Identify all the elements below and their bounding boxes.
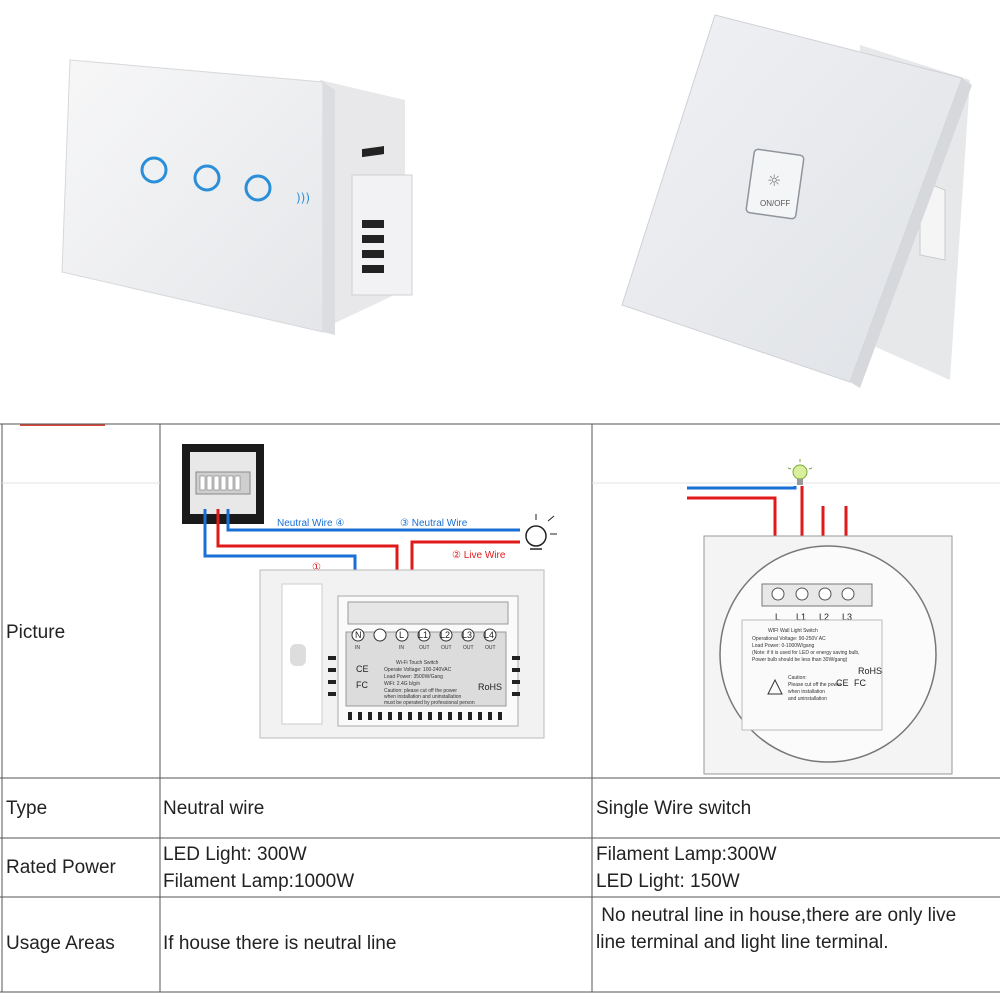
- single-usage-line2: line terminal and light line terminal.: [596, 932, 889, 953]
- device-load: Load Power: 0-1000W/gang: [752, 643, 814, 649]
- label-neutral-wire-3: ③ Neutral Wire: [400, 518, 468, 529]
- terminal-l3: L3: [842, 612, 852, 622]
- bulb-icon: [787, 459, 813, 485]
- device-note-2: Power bulb should be less than 30W/gang): [752, 657, 848, 663]
- device-caution-1: Please cut off the power: [788, 682, 842, 688]
- device-wifi: WiFi: 2.4G b/g/n: [384, 681, 420, 687]
- terminal-l2: L2: [819, 612, 829, 622]
- switch-back-plate: L L1 L2 L3 WIFI Wall Light Switch Operat…: [703, 535, 953, 775]
- terminal-l3: L3: [462, 630, 472, 640]
- row-label-picture: Picture: [6, 622, 66, 643]
- touch-button-1: [140, 156, 168, 184]
- label-neutral-wire-4: Neutral Wire ④: [277, 518, 344, 529]
- device-note-1: (Note: if it is used for LED or energy s…: [752, 650, 860, 656]
- terminal-sub-l1: OUT: [419, 645, 430, 651]
- bulb-icon: ☼: [767, 171, 781, 190]
- row-label-rated-power: Rated Power: [6, 857, 116, 878]
- neutral-power-filament: Filament Lamp:1000W: [163, 871, 355, 892]
- label-live-wire-2: ② Live Wire: [452, 550, 506, 561]
- single-type-value: Single Wire switch: [596, 798, 752, 819]
- device-caution-title: Caution:: [788, 675, 807, 681]
- neutral-power-led: LED Light: 300W: [163, 844, 307, 865]
- neutral-type-value: Neutral wire: [163, 798, 265, 819]
- row-label-usage-areas: Usage Areas: [6, 933, 115, 954]
- terminal-block: [362, 146, 384, 273]
- single-wire-diagram: L L1 L2 L3 WIFI Wall Light Switch Operat…: [687, 459, 953, 775]
- switch-back-plate: [259, 569, 545, 739]
- device-caution-3: and uninstallation: [788, 696, 827, 702]
- on-off-button: [745, 148, 805, 220]
- rohs-mark: RoHS: [478, 682, 502, 692]
- product-photos: ))) ☼ ON/OFF: [61, 14, 972, 388]
- rohs-mark: RoHS: [858, 666, 882, 676]
- neutral-wiring-diagram: Neutral Wire ④ ③ Neutral Wire ② Live Wir…: [182, 444, 557, 739]
- terminal-sub-l: IN: [399, 645, 404, 651]
- single-gang-switch-photo: ☼ ON/OFF: [621, 14, 972, 388]
- device-caution-2: when installation: [788, 689, 825, 695]
- breaker-box-icon: [182, 444, 264, 524]
- warning-icon: [767, 678, 783, 695]
- comparison-table: Picture Type Rated Power Usage Areas Neu…: [0, 420, 1000, 1000]
- fc-mark: FC: [356, 680, 368, 690]
- ce-mark: CE: [356, 664, 369, 674]
- device-caution-1: Caution: please cut off the power: [384, 688, 457, 694]
- single-usage-line1: No neutral line in house,there are only …: [596, 905, 957, 926]
- device-title: WIFI Wall Light Switch: [768, 628, 818, 634]
- device-caution-2: when installation and uninstallation: [384, 694, 461, 700]
- label-circle-1: ①: [312, 562, 321, 573]
- device-caution-3: must be operated by professional person: [384, 700, 475, 706]
- terminal-l1: L1: [418, 630, 428, 640]
- single-power-filament: Filament Lamp:300W: [596, 844, 777, 865]
- device-title: Wi-Fi Touch Switch: [396, 660, 439, 666]
- neutral-usage-value: If house there is neutral line: [163, 933, 397, 954]
- terminal-n: N: [355, 630, 362, 640]
- three-gang-switch-photo: ))): [61, 59, 413, 335]
- terminal-l4: L4: [484, 630, 494, 640]
- touch-button-3: [244, 174, 272, 202]
- row-label-type: Type: [6, 798, 48, 819]
- ce-mark: CE: [836, 678, 849, 688]
- single-power-led: LED Light: 150W: [596, 871, 740, 892]
- terminal-l: L: [399, 630, 404, 640]
- terminal-l1: L1: [796, 612, 806, 622]
- terminal-l2: L2: [440, 630, 450, 640]
- device-voltage: Operational Voltage: 90-250V AC: [752, 636, 826, 642]
- on-off-label: ON/OFF: [760, 199, 790, 208]
- fc-mark: FC: [854, 678, 866, 688]
- device-voltage: Operate Voltage: 100-240VAC: [384, 667, 452, 673]
- bulb-icon: [525, 514, 557, 550]
- wifi-icon: ))): [296, 191, 310, 205]
- device-load: Load Power: 3500W/Gang: [384, 674, 443, 680]
- terminal-sub-n: IN: [355, 645, 360, 651]
- terminal-sub-l4: OUT: [485, 645, 496, 651]
- table-grid: [0, 423, 1000, 993]
- touch-button-2: [193, 164, 221, 192]
- terminal-row: [347, 601, 509, 625]
- terminal-l: L: [775, 612, 780, 622]
- terminal-sub-l3: OUT: [463, 645, 474, 651]
- terminal-sub-l2: OUT: [441, 645, 452, 651]
